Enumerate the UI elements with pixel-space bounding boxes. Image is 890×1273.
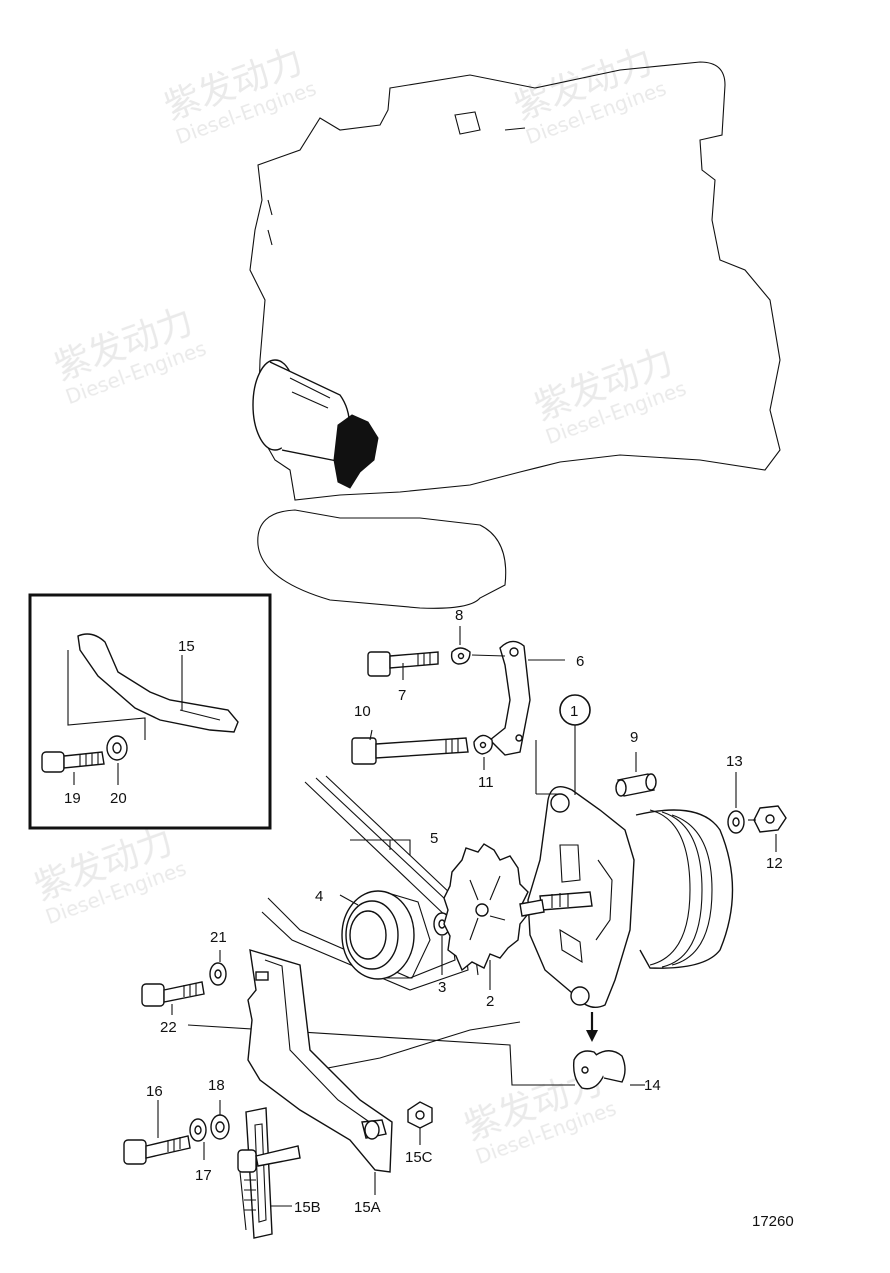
- callout-1: 1: [570, 703, 578, 720]
- callout-20: 20: [110, 790, 127, 807]
- callout-labels: 1 2 3 4 5 6 7 8 9 10 11 12 13 14 15 15A …: [64, 607, 794, 1230]
- engine-block: [249, 61, 781, 609]
- callout-11: 11: [478, 774, 494, 791]
- alternator-1: [519, 786, 734, 1008]
- callout-21: 21: [210, 929, 227, 946]
- callout-16: 16: [146, 1083, 163, 1100]
- callout-5: 5: [430, 830, 438, 847]
- figure-number: 17260: [752, 1213, 794, 1230]
- washer-11: [473, 734, 493, 755]
- callout-7: 7: [398, 687, 406, 704]
- nut-15c: [407, 1101, 433, 1129]
- nut-12: [753, 805, 787, 833]
- watermark: 紫发动力 Diesel-Engines: [49, 301, 209, 409]
- callout-15b: 15B: [294, 1199, 321, 1216]
- pump-hub: [333, 414, 379, 489]
- washer-8: [450, 647, 471, 665]
- bolt-10: [351, 737, 469, 765]
- callout-14: 14: [644, 1077, 661, 1094]
- callout-3: 3: [438, 979, 446, 996]
- link-15b: [237, 1107, 301, 1239]
- bracket-15: [77, 633, 239, 733]
- spacer-9: [615, 773, 657, 797]
- callout-15: 15: [178, 638, 195, 655]
- watermark: 紫发动力 Diesel-Engines: [509, 41, 669, 149]
- callout-18: 18: [208, 1077, 225, 1094]
- callout-circle-1: [559, 694, 591, 726]
- callout-17: 17: [195, 1167, 212, 1184]
- callout-6: 6: [576, 653, 584, 670]
- callout-22: 22: [160, 1019, 177, 1036]
- bolt-22: [141, 981, 205, 1007]
- bolt-19: [41, 751, 105, 773]
- callout-4: 4: [315, 888, 323, 905]
- clip-14: [572, 1050, 626, 1090]
- callout-15c: 15C: [405, 1149, 433, 1166]
- watermark: 紫发动力 Diesel-Engines: [159, 41, 319, 149]
- pulley-4: [341, 890, 431, 980]
- callout-15a: 15A: [354, 1199, 381, 1216]
- callout-9: 9: [630, 729, 638, 746]
- bolt-16: [123, 1135, 191, 1165]
- callout-13: 13: [726, 753, 743, 770]
- callout-19: 19: [64, 790, 81, 807]
- bracket-6: [488, 640, 531, 756]
- fan-2: [443, 843, 529, 972]
- callout-8: 8: [455, 607, 463, 624]
- detail-inset: [28, 593, 272, 830]
- watermark: 紫发动力 Diesel-Engines: [29, 821, 189, 929]
- callout-2: 2: [486, 993, 494, 1010]
- callout-12: 12: [766, 855, 783, 872]
- watermark: 紫发动力 Diesel-Engines: [529, 341, 689, 449]
- bolt-7: [367, 651, 439, 677]
- bracket-15a: [247, 949, 393, 1173]
- callout-10: 10: [354, 703, 371, 720]
